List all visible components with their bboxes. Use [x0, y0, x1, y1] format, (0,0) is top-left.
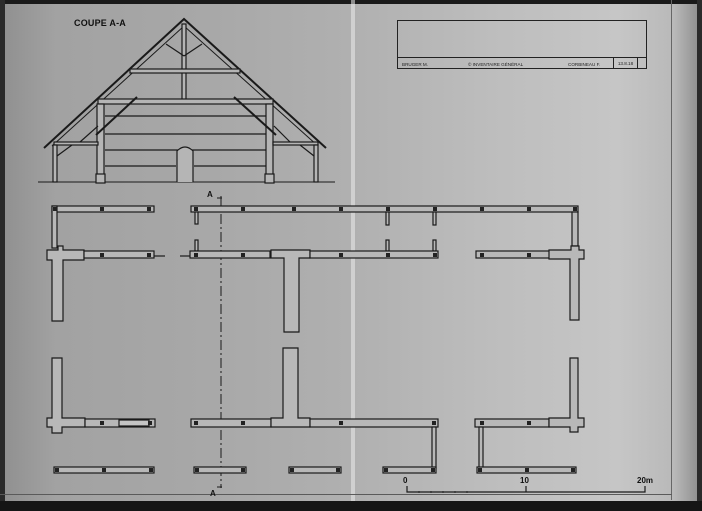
photo-frame-bottom — [0, 501, 702, 511]
scale-label-0: 0 — [403, 476, 408, 485]
scale-label-20m: 20m — [637, 476, 654, 485]
author-label: BRUGER M. — [402, 61, 429, 67]
drafter-label: CORBINEAU F. — [568, 61, 601, 67]
photo-frame-right — [697, 0, 702, 511]
bottom-margin-line — [0, 494, 672, 495]
title-block-row: BRUGER M. © INVENTAIRE GÉNÉRAL CORBINEAU… — [398, 57, 646, 70]
post-markers — [53, 207, 577, 472]
scale-label-10: 10 — [520, 476, 529, 485]
plan-drawing — [46, 205, 585, 474]
copyright-label: © INVENTAIRE GÉNÉRAL — [468, 61, 524, 67]
section-drawing — [38, 17, 335, 184]
scale-bar — [406, 486, 646, 493]
photo-frame-left — [0, 0, 5, 511]
title-block: BRUGER M. © INVENTAIRE GÉNÉRAL CORBINEAU… — [397, 20, 647, 69]
section-marker-bottom: A — [210, 489, 216, 498]
reference-label: 13.8.18 — [613, 57, 638, 69]
section-title: COUPE A-A — [74, 18, 126, 28]
margin-line — [671, 0, 672, 500]
section-cut-line: A A — [207, 190, 222, 498]
section-marker-top: A — [207, 190, 213, 199]
